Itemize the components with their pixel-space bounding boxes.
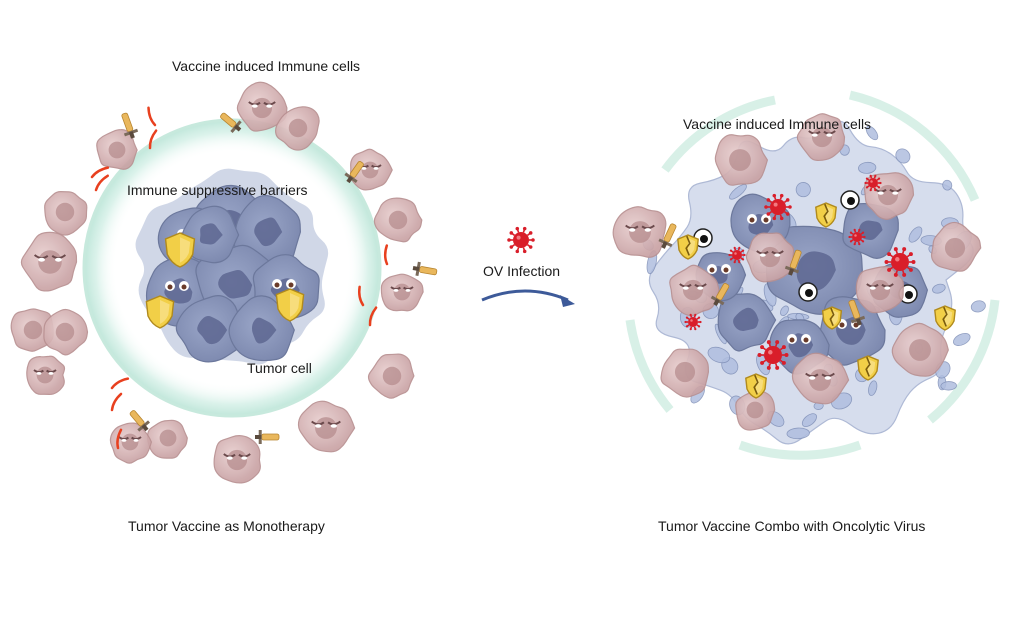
attack-mark — [147, 106, 157, 127]
right-panel — [612, 90, 1000, 460]
sword-icon — [255, 430, 280, 444]
shield-icon — [745, 373, 767, 399]
virus-icon — [507, 226, 535, 254]
immune-cell-icon — [930, 221, 982, 272]
immune-cell-icon — [380, 273, 424, 312]
attack-mark — [357, 285, 365, 307]
immune-cell-icon — [855, 265, 905, 314]
attack-mark — [110, 377, 130, 390]
right-caption: Tumor Vaccine Combo with Oncolytic Virus — [658, 518, 926, 534]
immune-cell-icon — [146, 419, 188, 459]
immune-cell-icon — [891, 322, 949, 377]
attack-mark — [383, 244, 389, 266]
sword-icon — [710, 283, 730, 306]
arrow-head — [560, 295, 575, 307]
shield-icon — [275, 288, 305, 322]
swords-right — [658, 223, 866, 326]
virus-icon — [728, 246, 746, 264]
immune-cell-icon — [373, 197, 423, 243]
sword-icon — [412, 261, 438, 277]
shield-icon — [677, 234, 699, 260]
immune-cell-icon — [44, 190, 88, 236]
attack-mark — [110, 392, 123, 412]
curved-arrow-icon — [481, 289, 569, 302]
tumor-cell-icon — [182, 205, 240, 264]
virus-icon — [884, 247, 916, 277]
tumor-cell-icon — [717, 293, 777, 352]
immune-cells-left — [10, 81, 424, 484]
virus-icon — [848, 228, 866, 246]
immune-cell-icon — [791, 352, 850, 405]
immune-cell-icon — [20, 231, 78, 292]
immune-cell-icon — [669, 264, 720, 317]
immune-cell-icon — [714, 134, 769, 186]
tumor-cell-icon — [175, 295, 247, 363]
virus-icon — [757, 340, 789, 370]
immune-cell-icon — [26, 355, 66, 396]
broken-barrier-fragments — [625, 90, 1000, 460]
immune-cell-icon — [367, 353, 415, 399]
tumor-cell-icon — [228, 295, 295, 362]
sword-icon — [129, 410, 150, 432]
shield-icon — [934, 305, 956, 331]
sword-icon — [220, 112, 242, 133]
immune-cell-icon — [96, 128, 138, 170]
virus-icon — [684, 313, 702, 331]
ov-infection-label: OV Infection — [483, 263, 561, 279]
viruses-right — [684, 174, 916, 370]
immune-cell-icon — [612, 206, 667, 258]
immune-cell-icon — [745, 232, 795, 283]
shield-icon — [821, 306, 843, 330]
left-caption: Tumor Vaccine as Monotherapy — [128, 518, 325, 534]
immune-cell-icon — [660, 348, 710, 398]
center-arrow-group — [481, 226, 575, 307]
left-panel — [10, 81, 438, 484]
immune-cell-icon — [43, 308, 89, 356]
virus-icon — [507, 226, 535, 254]
sword-icon — [121, 112, 139, 139]
sword-icon — [658, 223, 677, 249]
immune-cell-icon — [297, 400, 356, 453]
shield-icon — [164, 232, 196, 268]
attack-mark — [90, 166, 110, 179]
shields-left — [145, 232, 305, 329]
right-immune-cells-label: Vaccine induced Immune cells — [683, 116, 872, 132]
sword-icon — [848, 299, 866, 326]
swords-left — [90, 106, 438, 450]
immune-cell-icon — [275, 106, 320, 151]
sword-icon — [344, 161, 364, 184]
immune-cell-icon — [213, 435, 261, 484]
virus-icon — [764, 193, 792, 221]
attack-mark — [148, 129, 158, 150]
attack-mark — [94, 174, 109, 192]
shields-right — [677, 202, 956, 399]
shield-icon — [815, 202, 837, 228]
shield-icon — [857, 355, 879, 381]
attack-mark — [368, 306, 378, 327]
immune-cells-right — [612, 113, 982, 431]
immune-cell-icon — [10, 308, 54, 352]
immune-suppressive-barriers-label: Immune suppressive barriers — [127, 182, 308, 198]
tumor-cell-label: Tumor cell — [247, 360, 312, 376]
tumor-mass — [135, 168, 329, 365]
sword-icon — [784, 249, 802, 276]
left-immune-cells-label: Vaccine induced Immune cells — [172, 58, 361, 74]
virus-icon — [864, 174, 882, 192]
immune-cell-icon — [796, 113, 846, 162]
attack-mark — [116, 428, 123, 450]
shield-icon — [145, 295, 175, 329]
